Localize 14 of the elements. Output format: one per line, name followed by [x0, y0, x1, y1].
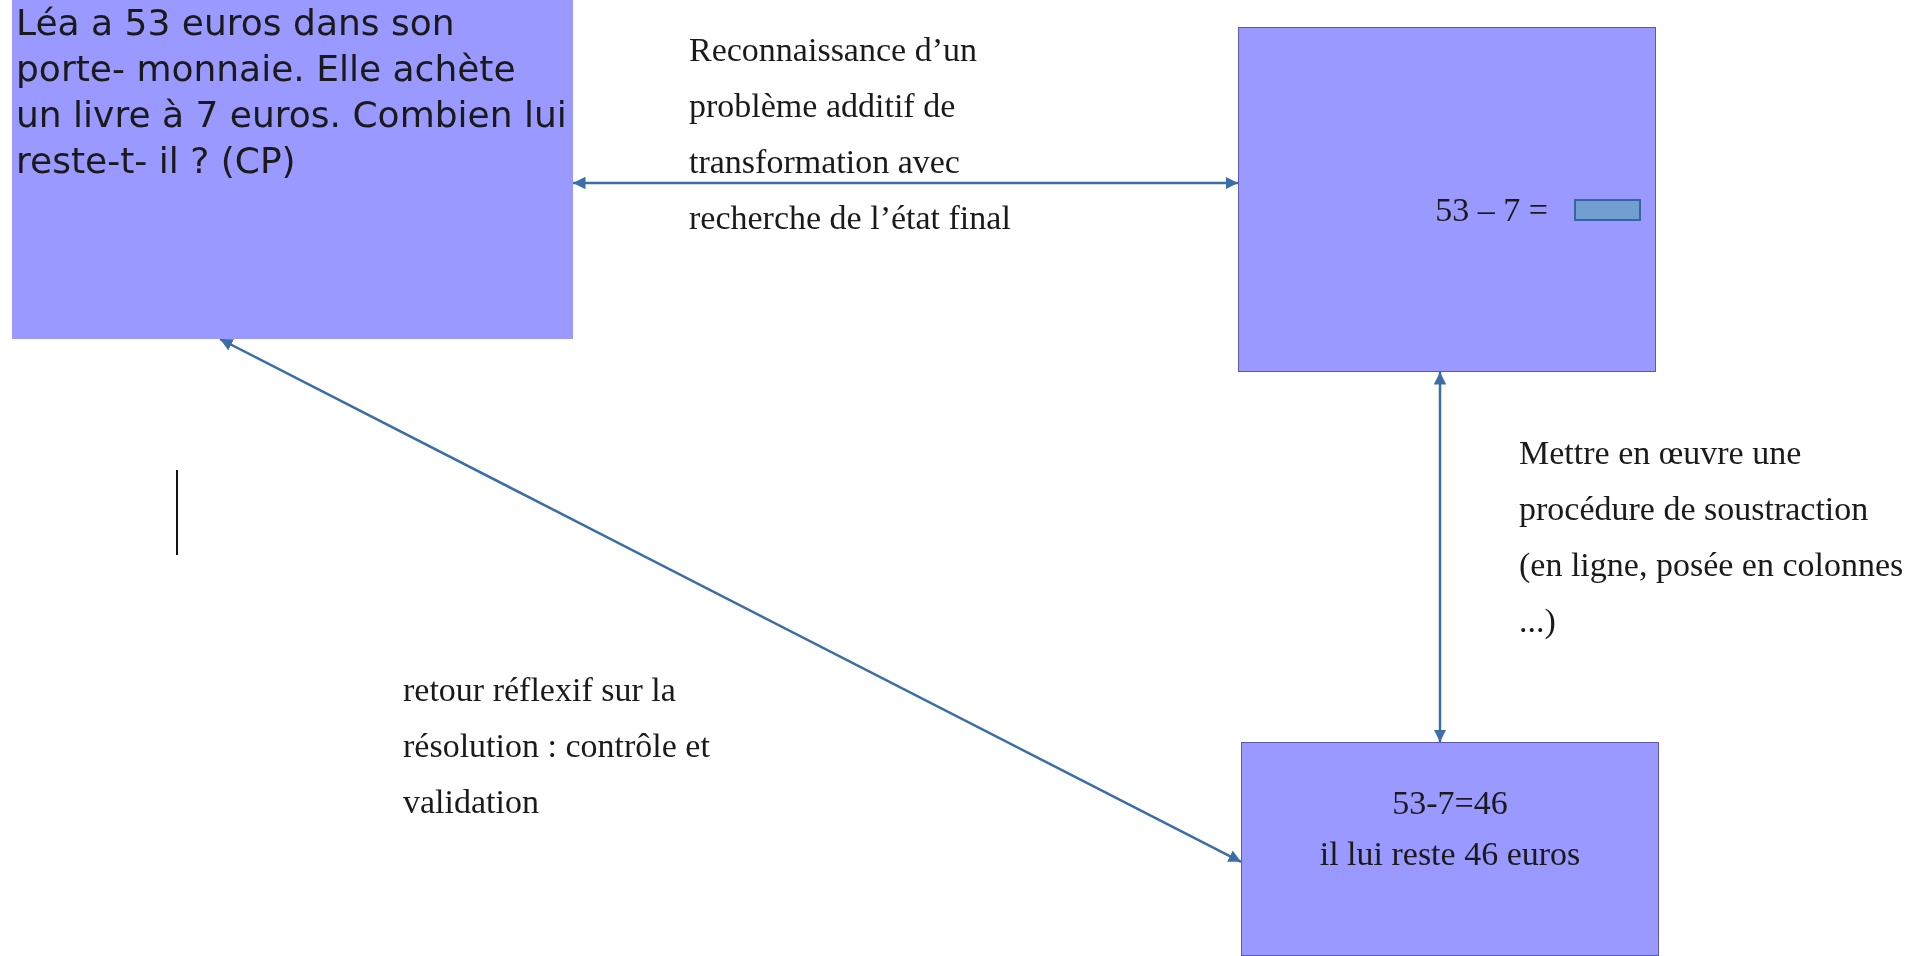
equation-text: 53 – 7 =: [1435, 190, 1548, 230]
result-text: 53-7=46: [1392, 783, 1508, 823]
equation-box: [1238, 27, 1656, 372]
result-box: [1241, 742, 1659, 956]
result-text: il lui reste 46 euros: [1319, 834, 1581, 874]
double-arrow: [1433, 372, 1447, 742]
edge-label: Mettre en œuvre une procédure de soustraction (en ligne, posée en colonnes ...): [1519, 433, 1905, 641]
problem-box: [12, 0, 573, 339]
edge-label: retour réflexif sur la résolution : contrôle et validation: [403, 670, 711, 822]
answer-box: [1574, 198, 1641, 221]
double-arrow: [219, 337, 1242, 863]
problem-text: Léa a 53 euros dans son porte- monnaie. Elle achète un livre à 7 euros. Combien lui reste-t- il ? (CP): [16, 1, 568, 183]
edge-label: Reconnaissance d’un problème additif de transformation avec recherche de l’état final: [689, 30, 1012, 238]
double-arrow: [573, 176, 1238, 190]
